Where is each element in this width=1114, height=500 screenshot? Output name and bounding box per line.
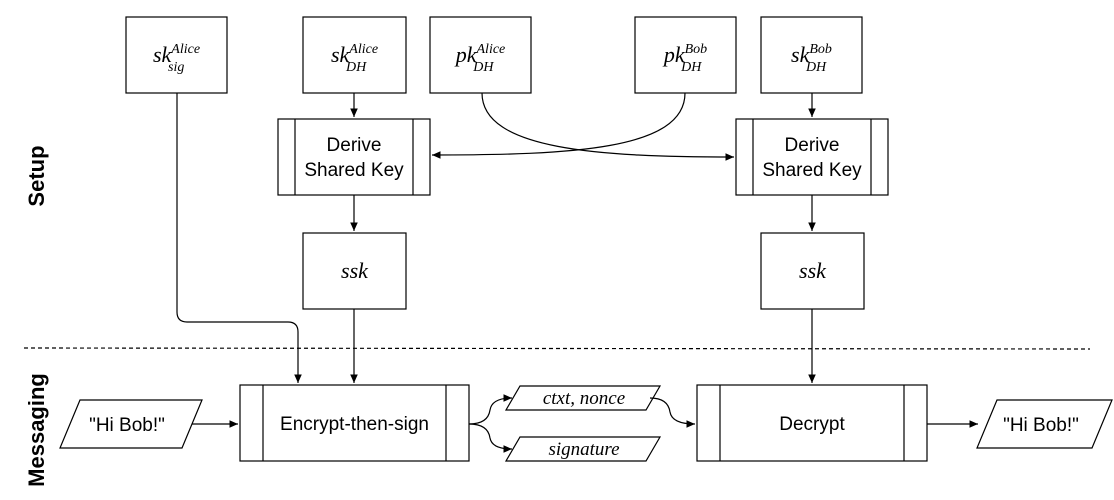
arrow-encrypt-to-signature bbox=[468, 423, 513, 453]
key-base: pk bbox=[662, 42, 686, 67]
key-subscript: DH bbox=[680, 60, 702, 75]
process-label-line1: Derive bbox=[327, 135, 382, 156]
svg-text:ssk: ssk bbox=[799, 258, 827, 283]
key-base: sk bbox=[791, 42, 811, 67]
key-base: pk bbox=[454, 42, 478, 67]
process-encrypt-then-sign: Encrypt-then-sign bbox=[239, 384, 470, 462]
arrow-sksig-alice-to-encrypt bbox=[176, 93, 302, 383]
key-subscript: DH bbox=[345, 60, 367, 75]
key-base: sk bbox=[331, 42, 351, 67]
ssk-box-bob: ssk bbox=[760, 232, 865, 310]
key-subscript: DH bbox=[472, 60, 494, 75]
key-box-sk-sig-alice: skAlice sig bbox=[125, 16, 228, 94]
key-superscript: Alice bbox=[348, 42, 378, 57]
process-label-line2: Shared Key bbox=[304, 160, 404, 181]
key-base: sk bbox=[153, 42, 173, 67]
output-ctxt-nonce-label: ctxt, nonce bbox=[543, 388, 625, 409]
section-label-setup: Setup bbox=[24, 145, 49, 206]
ssk-box-alice: ssk bbox=[302, 232, 407, 310]
output-signature-label: signature bbox=[548, 439, 619, 460]
key-subscript: sig bbox=[168, 60, 184, 75]
process-decrypt: Decrypt bbox=[696, 384, 928, 462]
key-superscript: Bob bbox=[809, 42, 832, 57]
key-superscript: Alice bbox=[476, 42, 506, 57]
message-input: "Hi Bob!" bbox=[59, 399, 203, 449]
process-label: Decrypt bbox=[779, 414, 845, 435]
output-signature: signature bbox=[504, 436, 662, 462]
message-input-label: "Hi Bob!" bbox=[89, 415, 165, 436]
arrow-ctxt-nonce-to-decrypt bbox=[649, 397, 696, 428]
process-label: Encrypt-then-sign bbox=[280, 414, 429, 435]
key-superscript: Alice bbox=[170, 42, 200, 57]
arrow-pkdh-alice-to-derive-bob bbox=[481, 92, 735, 161]
svg-text:ssk: ssk bbox=[341, 258, 369, 283]
process-label-line1: Derive bbox=[785, 135, 840, 156]
key-subscript: DH bbox=[805, 60, 827, 75]
output-ctxt-nonce: ctxt, nonce bbox=[504, 385, 662, 411]
arrow-pkdh-bob-to-derive-alice bbox=[431, 92, 686, 159]
section-label-messaging: Messaging bbox=[24, 373, 49, 487]
section-divider bbox=[23, 347, 1091, 350]
message-output-label: "Hi Bob!" bbox=[1003, 415, 1079, 436]
message-output: "Hi Bob!" bbox=[976, 399, 1113, 449]
key-superscript: Bob bbox=[685, 42, 708, 57]
process-derive-shared-key-bob: Derive Shared Key bbox=[735, 118, 889, 196]
process-derive-shared-key-alice: Derive Shared Key bbox=[277, 118, 431, 196]
arrow-encrypt-to-ctxt-nonce bbox=[468, 394, 513, 425]
process-label-line2: Shared Key bbox=[762, 160, 862, 181]
